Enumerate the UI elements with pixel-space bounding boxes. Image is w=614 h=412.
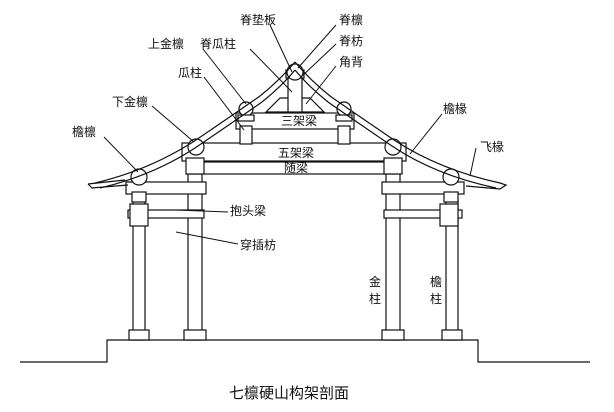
label-fei-chuan: 飞椽 xyxy=(480,140,504,154)
label-wu-jia-liang: 五架梁 xyxy=(278,145,314,160)
label-gua-zhu: 瓜柱 xyxy=(178,65,202,80)
label-ji-lin: 脊檩 xyxy=(339,12,363,27)
label-chuan-cha-fang: 穿插枋 xyxy=(240,237,276,252)
purlins xyxy=(130,63,460,186)
label-shang-jin-lin: 上金檩 xyxy=(148,36,184,51)
golden-column-right xyxy=(385,171,401,341)
wu-jia-beam xyxy=(181,142,407,175)
diagram-caption: 七檩硬山构架剖面 xyxy=(229,384,349,402)
label-yan-chuan: 檐椽 xyxy=(443,102,467,116)
tie-beams-low xyxy=(127,203,463,227)
ridge-purlin xyxy=(286,63,304,81)
label-yan-lin: 檐檩 xyxy=(72,124,96,139)
golden-column-left xyxy=(187,171,203,341)
leader-lines xyxy=(103,24,477,245)
columns xyxy=(128,171,463,341)
label-san-jia-liang: 三架梁 xyxy=(281,113,317,128)
labels: 脊垫板 脊檩 脊枋 上金檩 脊瓜柱 角背 瓜柱 下金檩 檐檩 檐椽 飞椽 抱头梁… xyxy=(72,12,504,402)
label-jin-zhu-2: 柱 xyxy=(369,291,381,306)
roof-rafters xyxy=(87,61,508,190)
label-bao-tou-liang: 抱头梁 xyxy=(230,203,266,218)
label-ji-fang: 脊枋 xyxy=(339,33,363,48)
label-xia-jin-lin: 下金檩 xyxy=(112,94,148,109)
label-ji-gua-zhu: 脊瓜柱 xyxy=(200,36,236,51)
label-ji-dian-ban: 脊垫板 xyxy=(240,12,276,27)
foundation-platform xyxy=(20,339,590,363)
gua-posts xyxy=(239,125,351,145)
san-jia-beam xyxy=(235,112,355,130)
label-yan-zhu-2: 柱 xyxy=(430,291,442,306)
label-sui-liang: 随梁 xyxy=(284,160,308,175)
bao-tou-beams xyxy=(125,181,465,203)
label-jin-zhu-1: 金 xyxy=(369,274,381,289)
label-jiao-bei: 角背 xyxy=(339,55,363,69)
label-yan-zhu-1: 檐 xyxy=(430,275,442,289)
